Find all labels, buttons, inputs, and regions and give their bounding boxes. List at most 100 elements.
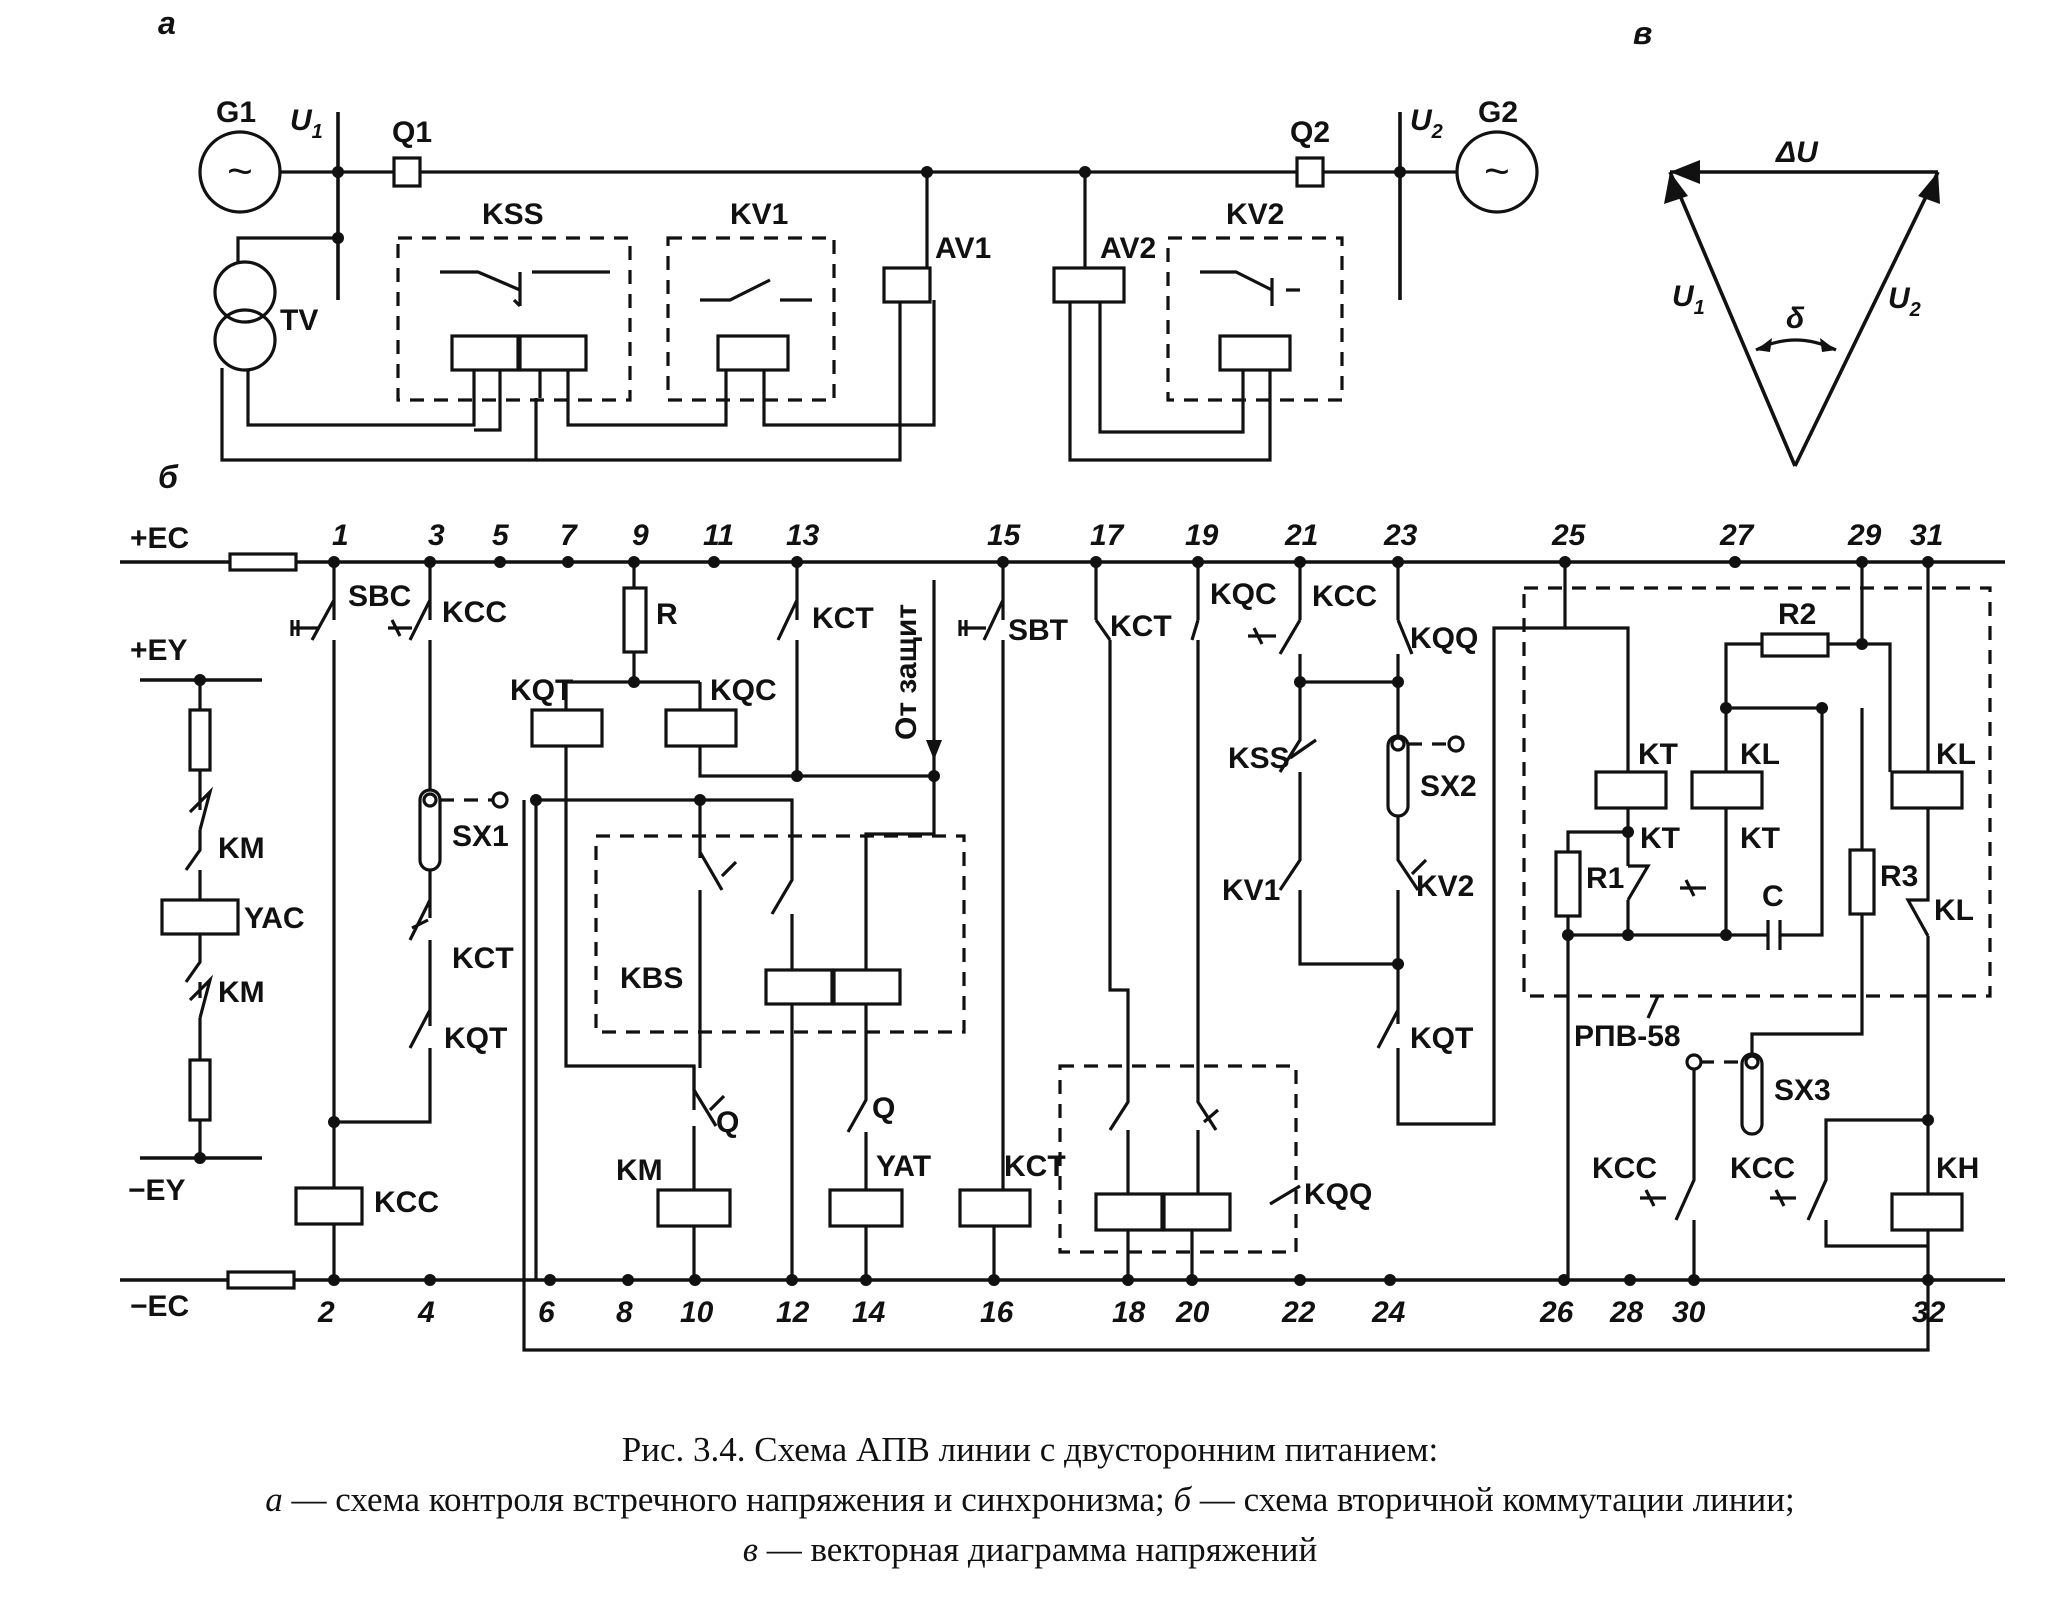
kbs-contact-no <box>770 870 794 970</box>
label-r3: R3 <box>1880 860 1918 893</box>
section-label-b: б <box>158 459 179 495</box>
kss-contact <box>440 270 610 306</box>
switch-sx2[interactable] <box>1386 734 1410 818</box>
trip-position-branch: R KQT KQC <box>510 562 934 1110</box>
kbs-contact-nc <box>698 800 738 1068</box>
label-kt-contact: KT <box>1640 822 1680 855</box>
label-km-1: KM <box>218 832 265 865</box>
label-kqq-23: KQQ <box>1410 622 1478 655</box>
node-24: 24 <box>1371 1296 1406 1329</box>
kqq-contact-3 <box>1269 1184 1301 1206</box>
label-from-protections: От защит <box>890 604 923 740</box>
label-kqt-23: KQT <box>1410 1022 1473 1055</box>
label-kct-13: KCT <box>812 602 874 635</box>
coil-kqc <box>664 708 738 748</box>
node-2: 2 <box>317 1296 335 1329</box>
coil-kl-left <box>1690 770 1764 810</box>
bottom-node-numbers: 2 4 6 8 10 12 14 16 18 20 22 24 26 28 30… <box>317 1296 1946 1329</box>
fuse-plus-ec <box>228 552 298 572</box>
node-15: 15 <box>987 519 1022 552</box>
label-av1: AV1 <box>935 232 991 265</box>
node-6: 6 <box>538 1296 555 1329</box>
breaker-q2 <box>1295 156 1325 188</box>
rpv-58-box <box>1522 586 1992 998</box>
part-v-vector-diagram: в ΔU U1 U2 δ <box>1633 15 1940 467</box>
caption-letter-a: а <box>265 1480 283 1519</box>
label-km-2: KM <box>218 976 265 1009</box>
label-sx1: SX1 <box>452 820 509 853</box>
label-kct-coil: KCT <box>1004 1150 1066 1183</box>
label-yat: YAT <box>876 1150 931 1183</box>
kcc-kct-kqt-branch: KCC SX1 KCT KQT <box>334 562 514 1124</box>
coil-yat <box>828 1188 904 1228</box>
q-contact-nc <box>692 1066 726 1190</box>
kbs-coil-2 <box>832 968 902 1006</box>
node-20: 20 <box>1175 1296 1210 1329</box>
resistor-r2 <box>1760 632 1830 658</box>
km-coil-branch: Q KM <box>616 1066 739 1280</box>
coil-kqt <box>530 708 604 748</box>
figure-caption-line-1: Рис. 3.4. Схема АПВ линии с двусторонним… <box>621 1430 1439 1469</box>
label-kv2-b: KV2 <box>1416 870 1474 903</box>
label-kv1-b: KV1 <box>1222 874 1280 907</box>
sx2-terminal <box>1447 735 1465 753</box>
label-kct-17: KCT <box>1110 610 1172 643</box>
label-km-coil: KM <box>616 1154 663 1187</box>
kqc-contact <box>1248 627 1276 645</box>
label-kcc-32: KCC <box>1730 1152 1795 1185</box>
caption-text-a: — схема контроля встречного напряжения и… <box>282 1480 1174 1519</box>
label-v-u1: U1 <box>1672 280 1705 319</box>
label-kct-1: KCT <box>452 942 514 975</box>
node-12: 12 <box>776 1296 810 1329</box>
node-4: 4 <box>417 1296 435 1329</box>
kv1-coil <box>716 334 790 372</box>
label-sbt: SBT <box>1008 614 1068 647</box>
node-8: 8 <box>616 1296 633 1329</box>
fuse-plus-ey <box>188 708 212 772</box>
label-kl-left: KL <box>1740 738 1780 771</box>
part-a-synchro-check-scheme: а ~ G1 ~ G2 Q1 Q2 U1 U2 TV KSS <box>158 5 1539 462</box>
node-10: 10 <box>680 1296 714 1329</box>
coil-kct <box>958 1188 1032 1228</box>
manual-trip-branch: SBT KCT <box>958 562 1068 1280</box>
switch-sx3[interactable] <box>1740 1052 1764 1136</box>
label-tv: TV <box>280 304 318 337</box>
label-kss-a: KSS <box>482 198 544 231</box>
top-node-numbers: 1 3 5 7 9 11 13 15 17 19 21 23 25 27 29 … <box>332 519 1943 552</box>
tv-secondary-wires <box>220 368 538 462</box>
label-kcc-23: KCC <box>1312 580 1377 613</box>
km-contact-1 <box>184 770 214 900</box>
label-q-2: Q <box>872 1092 895 1125</box>
resistor-r1 <box>1554 850 1582 918</box>
label-kqq-box: KQQ <box>1304 1178 1372 1211</box>
label-kss-b: KSS <box>1228 742 1290 775</box>
label-delta-u: ΔU <box>1775 136 1819 169</box>
label-g1: G1 <box>216 96 256 129</box>
node-3: 3 <box>428 519 445 552</box>
coil-km <box>656 1188 732 1228</box>
kss-coil-2 <box>518 334 588 372</box>
kqq-coil-1 <box>1094 1192 1164 1232</box>
kbs-antipumping-box: KBS <box>530 794 966 1280</box>
kcc-contact-top <box>388 619 412 637</box>
label-av2: AV2 <box>1100 232 1156 265</box>
node-19: 19 <box>1185 519 1219 552</box>
label-kbs: KBS <box>620 962 683 995</box>
q-contact-no <box>846 1090 868 1190</box>
label-kqt-1: KQT <box>444 1022 507 1055</box>
coil-yac <box>160 898 240 936</box>
transducer-av1 <box>882 266 932 304</box>
label-minus-ey: −EY <box>128 1174 186 1207</box>
kqq-contact-1 <box>1108 1040 1130 1194</box>
label-q-1: Q <box>716 1106 739 1139</box>
caption-text-v: — векторная диаграмма напряжений <box>757 1530 1318 1569</box>
node-26: 26 <box>1539 1296 1574 1329</box>
capacitor-c <box>1766 920 1782 950</box>
label-v-u2: U2 <box>1888 282 1921 321</box>
label-kl-right: KL <box>1936 738 1976 771</box>
kv1-contact <box>700 278 812 302</box>
label-sx3: SX3 <box>1774 1074 1831 1107</box>
sx1-terminal <box>491 791 509 809</box>
coil-kcc <box>294 1186 364 1226</box>
kqq-contact-2 <box>1196 1040 1220 1194</box>
